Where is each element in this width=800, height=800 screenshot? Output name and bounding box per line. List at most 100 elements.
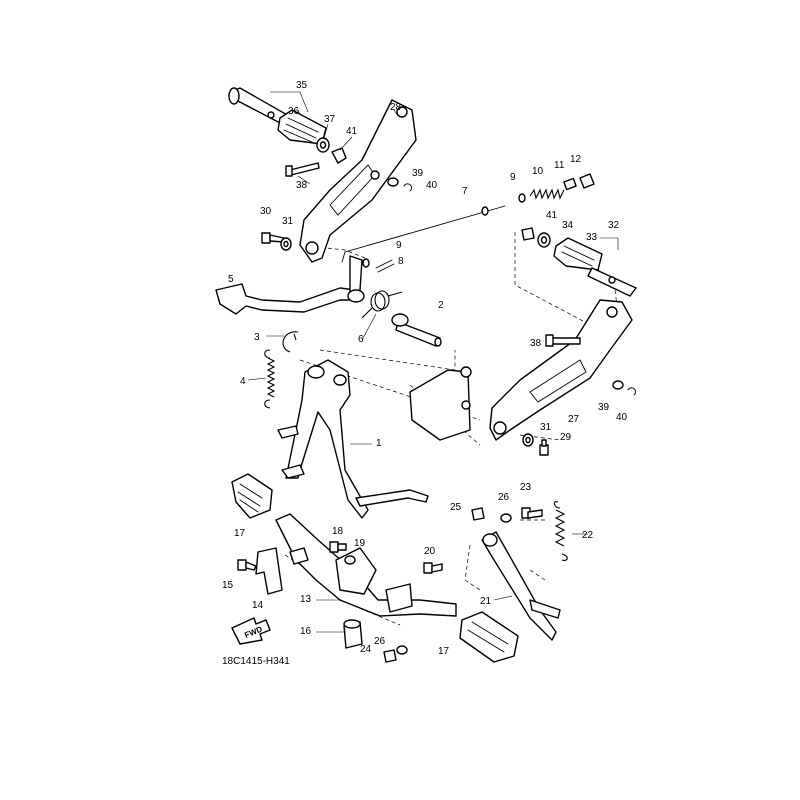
callout-leaders (247, 91, 619, 633)
washer-9-upper (518, 193, 526, 203)
bolt-20 (423, 562, 443, 574)
label-33: 33 (586, 232, 598, 243)
label-11: 11 (554, 160, 565, 171)
washer-34 (537, 232, 551, 248)
label-27: 27 (568, 414, 580, 425)
label-10: 10 (532, 166, 544, 177)
bolt-23 (521, 507, 543, 519)
spring-10 (529, 188, 565, 200)
joint-11 (563, 177, 577, 191)
main-stand-1 (277, 359, 429, 519)
washer-39-upper (387, 177, 399, 187)
washer-37 (316, 137, 330, 153)
clip-40-lower (627, 387, 636, 396)
label-34: 34 (562, 220, 574, 231)
label-1: 1 (376, 438, 382, 449)
label-37: 37 (324, 114, 336, 125)
footrest-pin-32 (587, 267, 637, 297)
label-14: 14 (252, 600, 264, 611)
label-40-lower: 40 (616, 412, 628, 423)
label-13: 13 (300, 594, 312, 605)
hook-3 (282, 331, 299, 353)
label-2: 2 (438, 300, 444, 311)
washer-31-upper (280, 237, 292, 251)
label-6: 6 (358, 334, 364, 345)
label-39: 39 (412, 168, 424, 179)
label-21: 21 (480, 596, 492, 607)
label-31-upper: 31 (282, 216, 294, 227)
side-stand-spring-22 (553, 501, 568, 561)
label-24: 24 (360, 644, 372, 655)
label-41-right: 41 (546, 210, 558, 221)
label-38: 38 (296, 180, 308, 191)
bracket-14 (255, 547, 309, 595)
bolt-38-lower (545, 334, 581, 347)
washer-26-upper (500, 513, 512, 523)
bolt-29 (539, 439, 549, 456)
label-19: 19 (354, 538, 366, 549)
label-23: 23 (520, 482, 532, 493)
bolt-15 (237, 559, 257, 571)
brake-rod-7 (341, 205, 506, 263)
washer-26-lower (396, 645, 408, 655)
label-4: 4 (240, 376, 246, 387)
pivot-shaft-2 (391, 313, 442, 347)
ball-41-right (521, 227, 535, 241)
label-9-lower: 9 (396, 240, 402, 251)
label-25: 25 (450, 502, 462, 513)
label-36: 36 (288, 106, 300, 117)
label-18: 18 (332, 526, 344, 537)
return-spring-6 (361, 290, 403, 319)
label-16: 16 (300, 626, 312, 637)
label-26-upper: 26 (498, 492, 510, 503)
label-8: 8 (398, 256, 404, 267)
fwd-arrow-icon: FWD (231, 617, 271, 645)
label-39-lower: 39 (598, 402, 610, 413)
damper-16 (343, 619, 363, 649)
label-22: 22 (582, 530, 594, 541)
label-5: 5 (228, 274, 234, 285)
footrest-17-right (459, 611, 519, 663)
label-3: 3 (254, 332, 260, 343)
label-38-lower: 38 (530, 338, 542, 349)
nut-24 (383, 649, 397, 663)
bolt-38-upper (285, 162, 320, 177)
clip-40-upper (403, 183, 412, 192)
label-9-upper: 9 (510, 172, 516, 183)
brake-pedal-5 (215, 255, 365, 315)
label-15: 15 (222, 580, 234, 591)
footrest-17-left (231, 473, 273, 519)
footrest-bracket-27 (489, 299, 633, 441)
label-41: 41 (346, 126, 358, 137)
label-12: 12 (570, 154, 582, 165)
callout-labels: 35 36 37 41 28 38 39 40 12 11 10 9 7 30 … (222, 80, 628, 657)
label-7: 7 (462, 186, 468, 197)
label-29: 29 (560, 432, 572, 443)
washer-9-lower (362, 258, 370, 268)
label-40: 40 (426, 180, 438, 191)
nut-25 (471, 507, 485, 521)
bolt-18 (329, 541, 347, 553)
washer-19 (344, 555, 356, 565)
footrest-rubber-36 (277, 109, 327, 145)
washer-31-lower (522, 433, 534, 447)
adjust-nut-12 (579, 173, 595, 189)
label-31-lower: 31 (540, 422, 552, 433)
side-stand-21 (481, 531, 561, 641)
cotter-pin-8 (375, 259, 395, 273)
frame-mount-plate (409, 366, 472, 441)
stand-spring-4 (264, 349, 276, 409)
label-17-right: 17 (438, 646, 450, 657)
label-30: 30 (260, 206, 272, 217)
label-28: 28 (390, 102, 402, 113)
ball-41 (331, 147, 347, 164)
label-26-lower: 26 (374, 636, 386, 647)
label-20: 20 (424, 546, 436, 557)
washer-39-lower (612, 380, 624, 390)
diagram-code: 18C1415-H341 (222, 656, 290, 667)
label-17-left: 17 (234, 528, 246, 539)
label-32: 32 (608, 220, 620, 231)
label-35: 35 (296, 80, 308, 91)
footrest-bracket-28 (299, 99, 417, 263)
